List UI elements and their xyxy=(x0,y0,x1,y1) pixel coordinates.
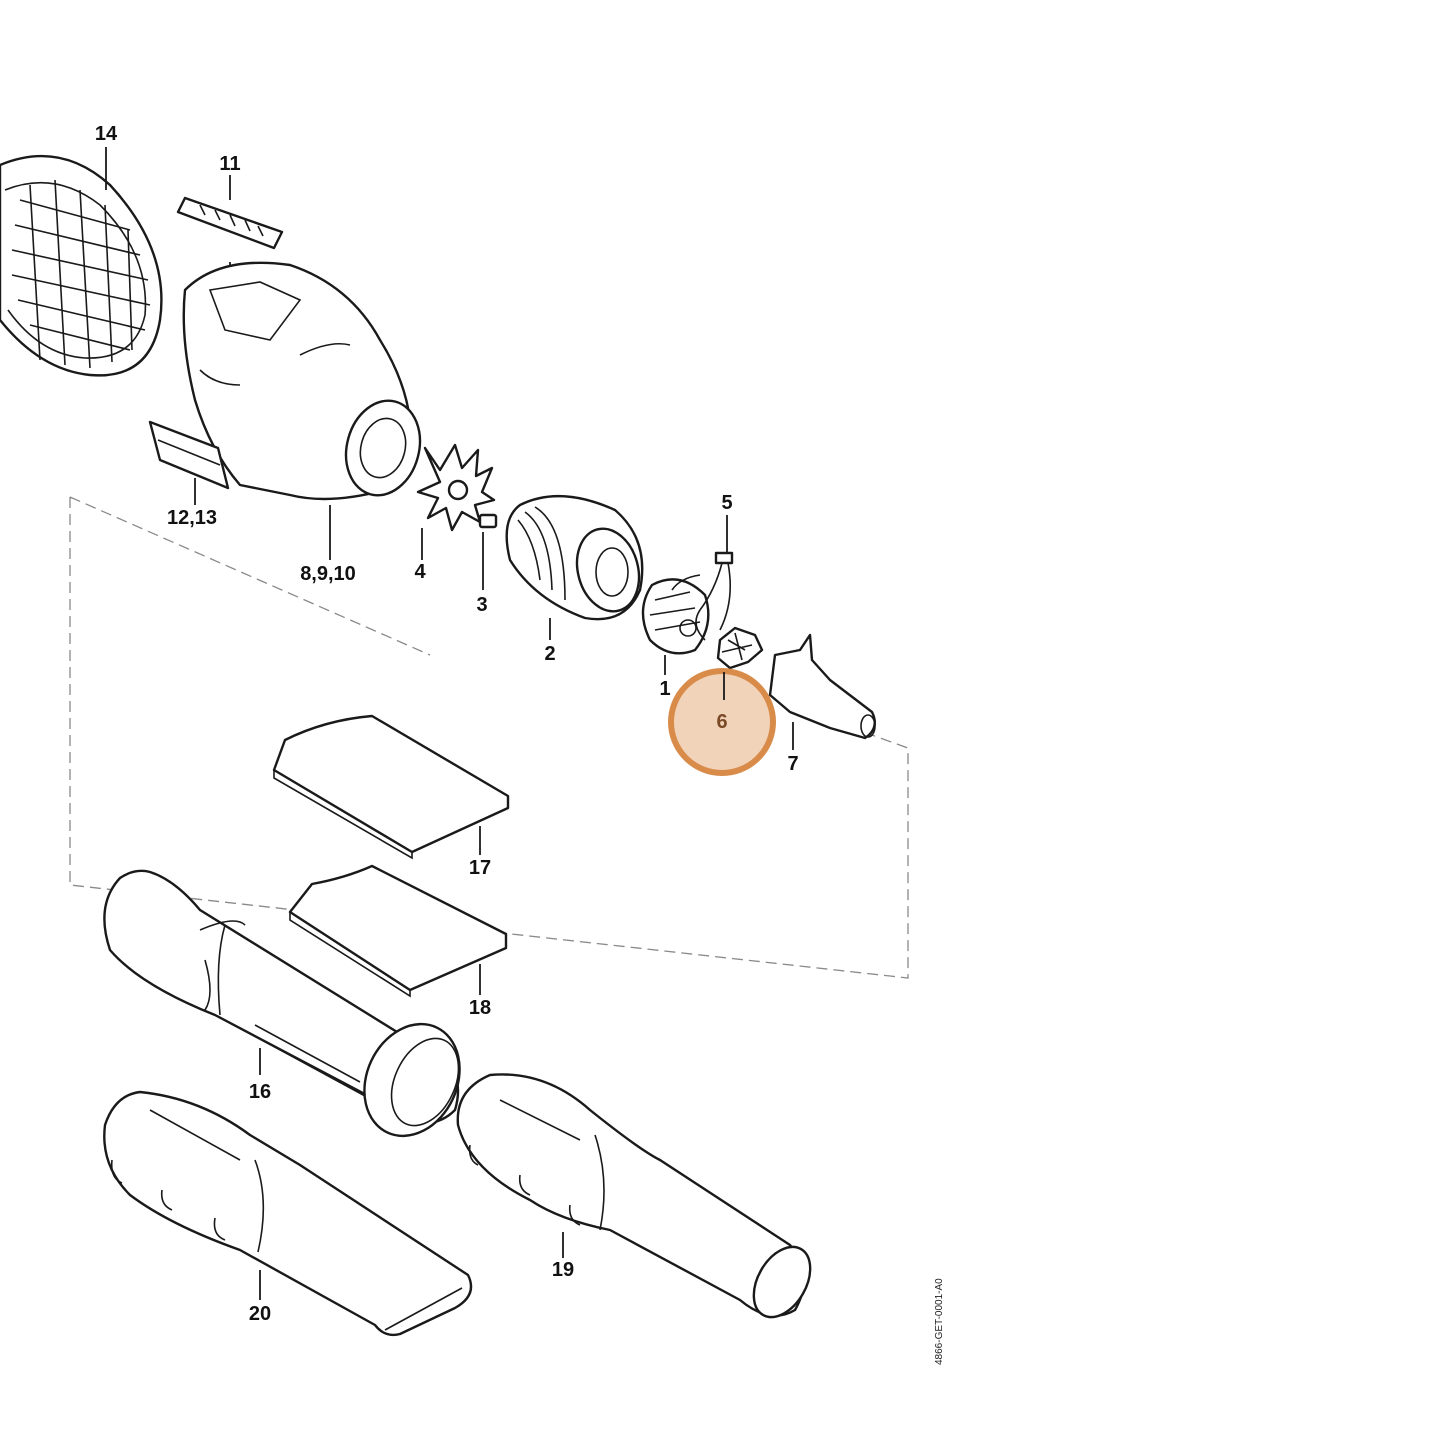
part-3-screw[interactable] xyxy=(478,513,498,590)
label-part-19: 19 xyxy=(552,1259,574,1281)
label-part-14: 14 xyxy=(95,123,118,145)
part-16-blow-tube[interactable] xyxy=(103,869,477,1152)
part-8-9-10-housing[interactable] xyxy=(182,261,430,560)
part-17-sheet[interactable] xyxy=(272,714,510,860)
part-6-fan-wheel[interactable] xyxy=(716,626,764,670)
label-part-2: 2 xyxy=(544,643,555,665)
label-part-4: 4 xyxy=(414,561,426,583)
part-14-intake-grille[interactable] xyxy=(0,147,163,377)
label-part-16: 16 xyxy=(249,1081,271,1103)
part-11-label-decal[interactable] xyxy=(176,175,284,340)
dashed-group-frame xyxy=(69,496,909,979)
label-part-8-9-10: 8,9,10 xyxy=(300,563,356,585)
part-12-13-plate[interactable] xyxy=(148,420,230,505)
label-part-12-13: 12,13 xyxy=(167,507,217,529)
part-7-nozzle-cone[interactable] xyxy=(768,633,876,750)
highlight-circle xyxy=(668,668,776,776)
label-part-11: 11 xyxy=(219,153,240,175)
label-part-17: 17 xyxy=(469,857,491,879)
label-part-18: 18 xyxy=(469,997,491,1019)
label-part-5: 5 xyxy=(721,492,732,514)
part-19-round-nozzle[interactable] xyxy=(456,1073,822,1326)
label-part-6: 6 xyxy=(716,711,727,733)
label-part-1: 1 xyxy=(659,678,670,700)
label-part-20: 20 xyxy=(249,1303,271,1325)
part-4-fan-impeller[interactable] xyxy=(416,443,496,560)
label-part-3: 3 xyxy=(476,594,487,616)
part-20-flat-nozzle[interactable] xyxy=(103,1090,473,1337)
part-2-motor-housing[interactable] xyxy=(505,494,648,640)
part-1-motor[interactable] xyxy=(641,578,710,675)
part-18-sheet[interactable] xyxy=(288,864,508,998)
label-part-7: 7 xyxy=(787,753,798,775)
part-5-wiring-harness[interactable] xyxy=(671,515,734,641)
document-id: 4866-GET-0001-A0 xyxy=(934,1278,945,1365)
